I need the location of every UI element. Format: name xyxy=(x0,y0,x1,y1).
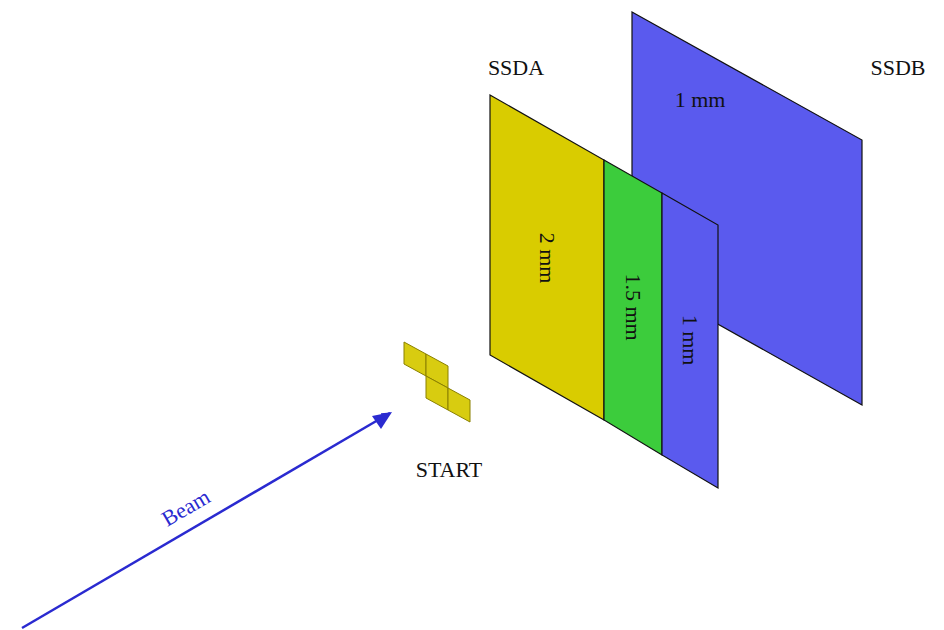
thickness-label: 2 mm xyxy=(536,233,558,284)
panel-shape xyxy=(662,193,718,488)
start-detector xyxy=(404,342,470,422)
detector-strip: 2 mm xyxy=(490,95,604,420)
panel-shape xyxy=(490,95,604,420)
panel-shape xyxy=(632,12,862,405)
beam-label: Beam xyxy=(158,486,213,531)
thickness-label: 1.5 mm xyxy=(622,273,644,340)
detector-name: SSDB xyxy=(870,57,925,79)
detector-name: START xyxy=(416,459,483,481)
start-tile xyxy=(404,342,426,376)
thickness-label: 1 mm xyxy=(679,315,701,366)
panel-shape xyxy=(604,160,662,455)
beam-arrow xyxy=(22,413,390,628)
detector-strip: 1 mm xyxy=(662,193,718,488)
start-tile xyxy=(448,388,470,422)
beam-arrowhead xyxy=(372,412,392,429)
detector-name: SSDA xyxy=(488,57,544,79)
thickness-label: 1 mm xyxy=(675,89,726,111)
start-tile xyxy=(426,376,448,410)
detector-strip: 1.5 mm xyxy=(604,160,662,455)
